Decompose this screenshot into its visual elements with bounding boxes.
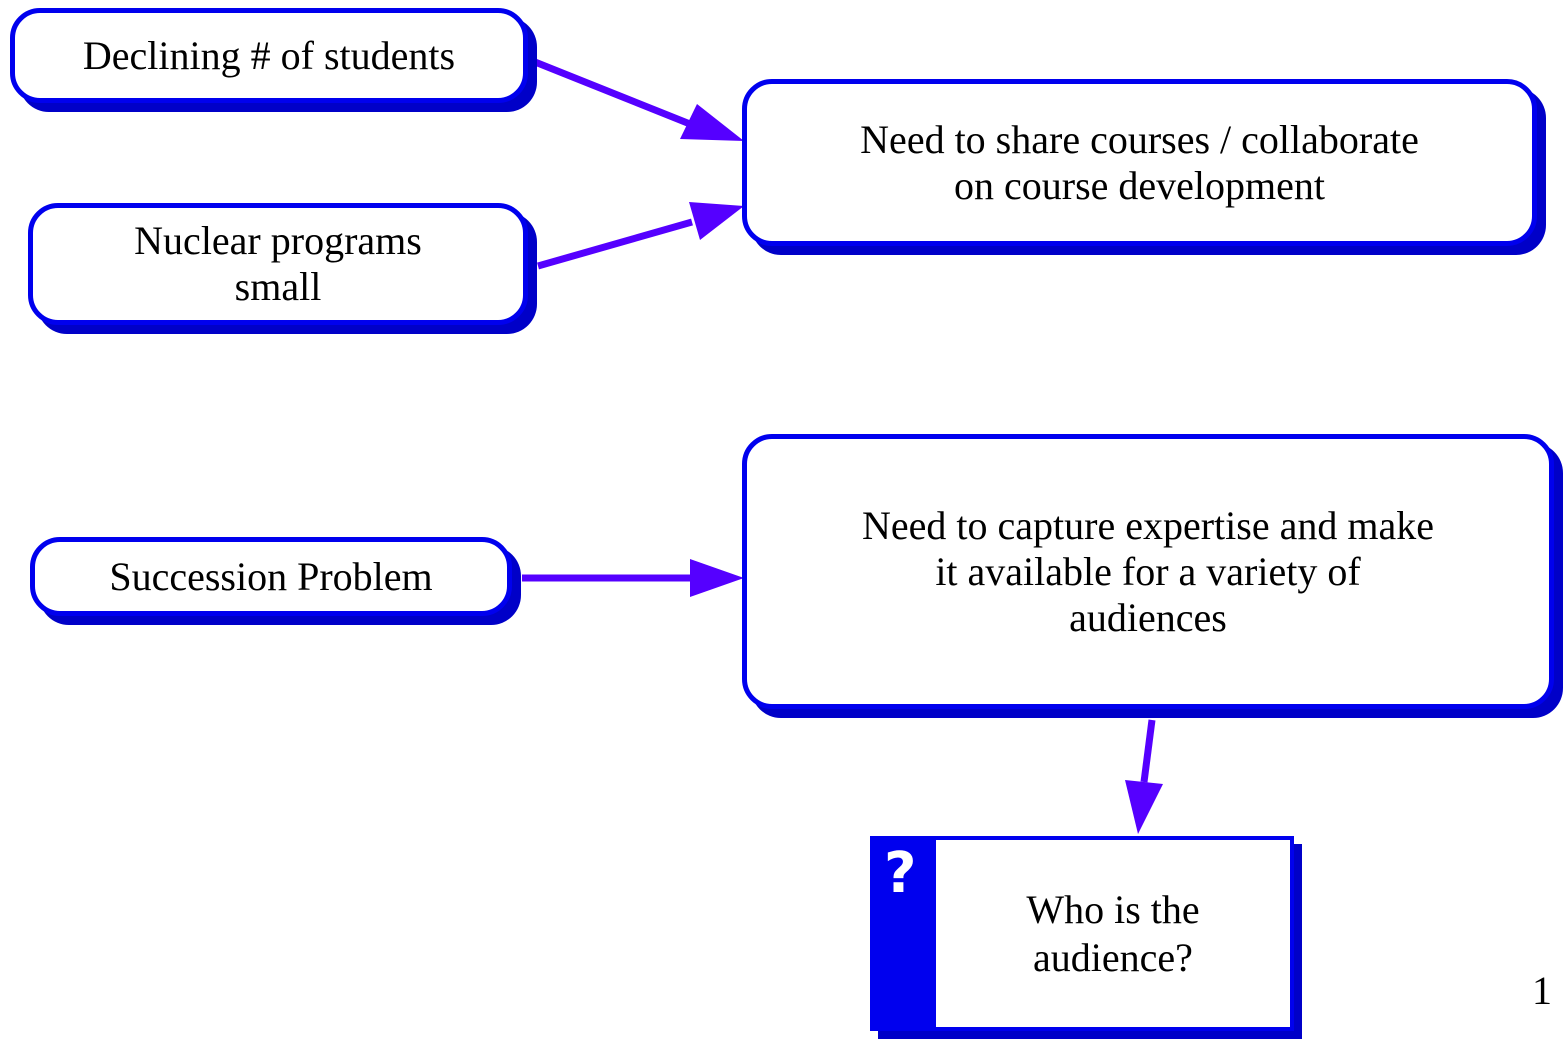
node-text-line: it available for a variety of: [935, 548, 1361, 594]
node-text-line: Declining # of students: [82, 32, 456, 78]
edge-succession-to-capture: [522, 559, 744, 597]
node-succession-problem: Succession Problem: [30, 537, 512, 616]
question-mark-icon: ?: [884, 841, 917, 906]
node-declining-students: Declining # of students: [10, 8, 528, 103]
node-capture-expertise: Need to capture expertise and make it av…: [742, 434, 1554, 709]
node-text-line: audience?: [1033, 934, 1193, 980]
node-text-line: small: [234, 264, 322, 309]
node-text-line: on course development: [954, 162, 1325, 208]
node-who-is-audience: ? Who is the audience?: [870, 836, 1294, 1031]
node-nuclear-programs-small: Nuclear programs small: [28, 203, 528, 325]
node-text-line: audiences: [1069, 594, 1227, 640]
node-text-line: Need to capture expertise and make: [862, 502, 1434, 548]
node-text-line: Succession Problem: [109, 553, 433, 599]
edge-capture-to-audience: [1125, 719, 1163, 834]
node-text-line: Need to share courses / collaborate: [860, 116, 1419, 162]
edge-declining-to-share: [528, 56, 744, 141]
question-box-body: Who is the audience?: [936, 840, 1290, 1027]
node-share-courses: Need to share courses / collaborate on c…: [742, 79, 1537, 246]
page-number: 1: [1532, 968, 1552, 1013]
edge-nuclear-to-share: [537, 202, 744, 270]
node-text-line: Nuclear programs: [134, 218, 422, 263]
node-text-line: Who is the: [1026, 886, 1200, 932]
